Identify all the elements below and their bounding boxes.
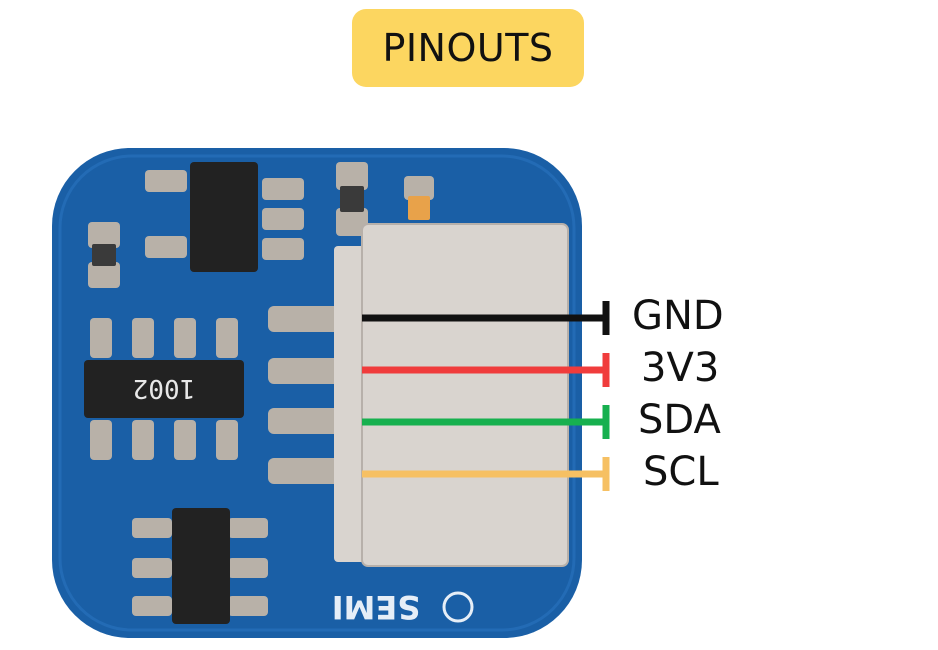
left-capacitor: [88, 222, 120, 288]
jst-connector: [334, 223, 569, 567]
pin-label-sda: SDA: [638, 397, 721, 443]
logo-text: SEMI: [332, 588, 421, 626]
bottom-chip: [132, 508, 268, 624]
board-logo: SEMI: [332, 588, 474, 626]
pin-label-gnd: GND: [632, 293, 724, 339]
top-chip: [145, 162, 304, 272]
pin-label-scl: SCL: [643, 449, 719, 495]
page-title: PINOUTS: [352, 9, 584, 87]
resistor-marking: 1002: [133, 373, 196, 403]
top-capacitors: [336, 162, 434, 236]
pin-label-3v3: 3V3: [641, 345, 720, 391]
resistor-array: 1002: [84, 318, 244, 460]
pin-wires: [362, 301, 610, 491]
pcb-board-highlight: [58, 154, 576, 632]
connector-pins: [268, 306, 348, 484]
